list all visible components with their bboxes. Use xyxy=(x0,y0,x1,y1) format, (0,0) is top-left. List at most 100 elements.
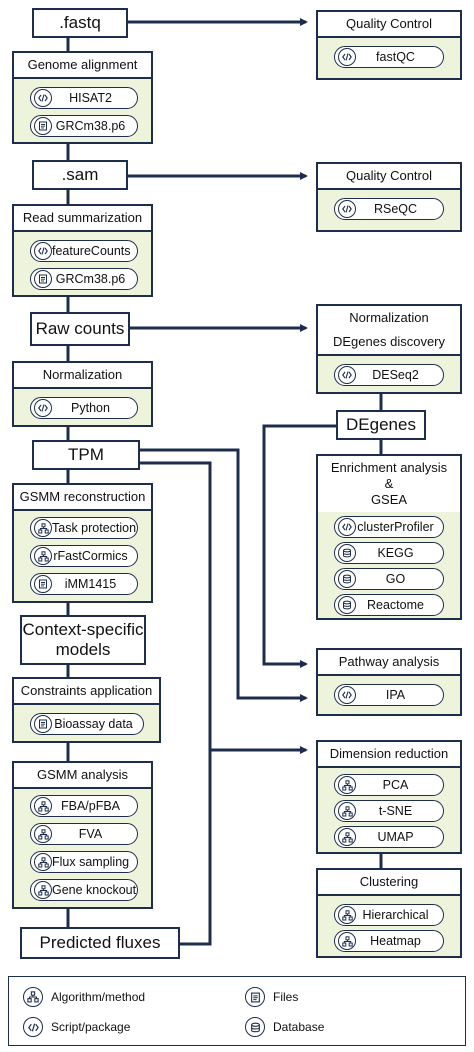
file-grcm38-1: GRCm38.p6 xyxy=(30,115,138,137)
file-icon xyxy=(34,575,52,593)
db-label: GO xyxy=(385,572,406,586)
method-tsne: t-SNE xyxy=(334,800,444,822)
legend-database-label: Database xyxy=(273,1020,325,1034)
algorithm-icon xyxy=(34,519,52,537)
tool-label: HISAT2 xyxy=(69,91,112,105)
file-icon xyxy=(34,117,52,135)
algorithm-icon xyxy=(338,802,356,820)
db-kegg: KEGG xyxy=(334,542,444,564)
sam-label: .sam xyxy=(61,165,99,184)
method-label: Flux sampling xyxy=(52,855,130,869)
method-rfastcormics: rFastCormics xyxy=(30,545,138,567)
read-summarization-body: featureCounts GRCm38.p6 xyxy=(14,232,151,295)
database-icon xyxy=(338,544,356,562)
constraints-group: Constraints application Bioassay data xyxy=(12,677,161,743)
enrichment-title: Enrichment analysis & GSEA xyxy=(318,456,460,514)
tpm-box: TPM xyxy=(32,440,140,470)
genome-alignment-group: Genome alignment HISAT2 GRCm38.p6 xyxy=(12,51,153,144)
method-label: Gene knockout xyxy=(52,883,137,897)
legend-files-label: Files xyxy=(273,990,299,1004)
file-icon xyxy=(245,987,265,1007)
legend-script-label: Script/package xyxy=(51,1020,131,1034)
db-label: KEGG xyxy=(377,546,414,560)
clustering-group: Clustering Hierarchical Heatmap xyxy=(316,868,462,958)
algorithm-icon xyxy=(34,797,52,815)
algorithm-icon xyxy=(34,881,52,899)
qc2-body: RSeQC xyxy=(318,190,460,230)
dimred-title: Dimension reduction xyxy=(318,742,460,768)
gsmm-analysis-body: FBA/pFBA FVA Flux sampling Gene knockout xyxy=(14,789,151,907)
file-imm1415: iMM1415 xyxy=(30,573,138,595)
algorithm-icon xyxy=(34,547,52,565)
gsmm-reconstruction-group: GSMM reconstruction Task protection rFas… xyxy=(12,483,153,603)
fastq-box: .fastq xyxy=(32,8,128,38)
method-umap: UMAP xyxy=(334,826,444,848)
file-icon xyxy=(34,270,52,288)
legend-box: Algorithm/method Script/package Files Da… xyxy=(8,976,466,1046)
qc1-group: Quality Control fastQC xyxy=(316,10,462,80)
script-icon xyxy=(34,399,52,417)
legend-script: Script/package xyxy=(23,1017,130,1037)
pathway-title: Pathway analysis xyxy=(318,650,460,676)
genome-alignment-body: HISAT2 GRCm38.p6 xyxy=(14,79,151,142)
file-bioassay: Bioassay data xyxy=(30,713,144,735)
method-fva: FVA xyxy=(30,823,138,845)
gsmm-reconstruction-body: Task protection rFastCormics iMM1415 xyxy=(14,511,151,601)
method-label: Heatmap xyxy=(370,934,421,948)
fastq-label: .fastq xyxy=(59,13,101,32)
script-icon xyxy=(338,366,356,384)
legend-files: Files xyxy=(245,987,298,1007)
tool-clusterprofiler: clusterProfiler xyxy=(334,516,444,538)
clustering-body: Hierarchical Heatmap xyxy=(318,896,460,956)
pathway-group: Pathway analysis IPA xyxy=(316,648,462,716)
context-models-line2: models xyxy=(55,640,111,659)
constraints-body: Bioassay data xyxy=(14,705,159,741)
method-label: PCA xyxy=(382,778,409,792)
clustering-title: Clustering xyxy=(318,870,460,896)
method-label: FVA xyxy=(78,827,103,841)
dimred-group: Dimension reduction PCA t-SNE UMAP xyxy=(316,740,462,854)
qc1-title: Quality Control xyxy=(318,12,460,38)
tool-python: Python xyxy=(30,397,138,419)
enrichment-group: Enrichment analysis & GSEA clusterProfil… xyxy=(316,454,462,620)
file-icon xyxy=(34,715,52,733)
method-flux-sampling: Flux sampling xyxy=(30,851,138,873)
tpm-label: TPM xyxy=(68,445,104,464)
db-go: GO xyxy=(334,568,444,590)
degenes-label: DEgenes xyxy=(346,415,416,434)
context-models-line1: Context-specific xyxy=(22,620,144,639)
genome-alignment-title: Genome alignment xyxy=(14,53,151,79)
gsmm-reconstruction-title: GSMM reconstruction xyxy=(14,485,151,511)
script-icon xyxy=(338,48,356,66)
method-label: t-SNE xyxy=(378,804,413,818)
norm-de-group: Normalization DEgenes discovery DESeq2 xyxy=(316,304,462,394)
database-icon xyxy=(338,596,356,614)
method-hierarchical: Hierarchical xyxy=(334,904,444,926)
method-pca: PCA xyxy=(334,774,444,796)
database-icon xyxy=(245,1017,265,1037)
tool-label: Python xyxy=(71,401,110,415)
script-icon xyxy=(338,200,356,218)
file-label: GRCm38.p6 xyxy=(55,272,126,286)
normalization-group: Normalization Python xyxy=(12,361,153,427)
algorithm-icon xyxy=(34,853,52,871)
read-summarization-title: Read summarization xyxy=(14,206,151,232)
method-gene-knockout: Gene knockout xyxy=(30,879,138,901)
algorithm-icon xyxy=(338,906,356,924)
qc2-group: Quality Control RSeQC xyxy=(316,162,462,232)
method-task-protection: Task protection xyxy=(30,517,138,539)
gsmm-analysis-group: GSMM analysis FBA/pFBA FVA Flux sampling… xyxy=(12,761,153,909)
method-fba: FBA/pFBA xyxy=(30,795,138,817)
method-label: rFastCormics xyxy=(53,549,128,563)
pathway-body: IPA xyxy=(318,676,460,714)
legend-database: Database xyxy=(245,1017,324,1037)
normalization-title: Normalization xyxy=(14,363,151,389)
enrichment-body: clusterProfiler KEGG GO Reactome xyxy=(318,512,460,618)
tool-hisat2: HISAT2 xyxy=(30,87,138,109)
tool-label: IPA xyxy=(385,688,406,702)
algorithm-icon xyxy=(338,776,356,794)
predicted-fluxes-label: Predicted fluxes xyxy=(39,933,161,952)
constraints-title: Constraints application xyxy=(14,679,159,705)
method-heatmap: Heatmap xyxy=(334,930,444,952)
tool-label: clusterProfiler xyxy=(357,520,434,534)
